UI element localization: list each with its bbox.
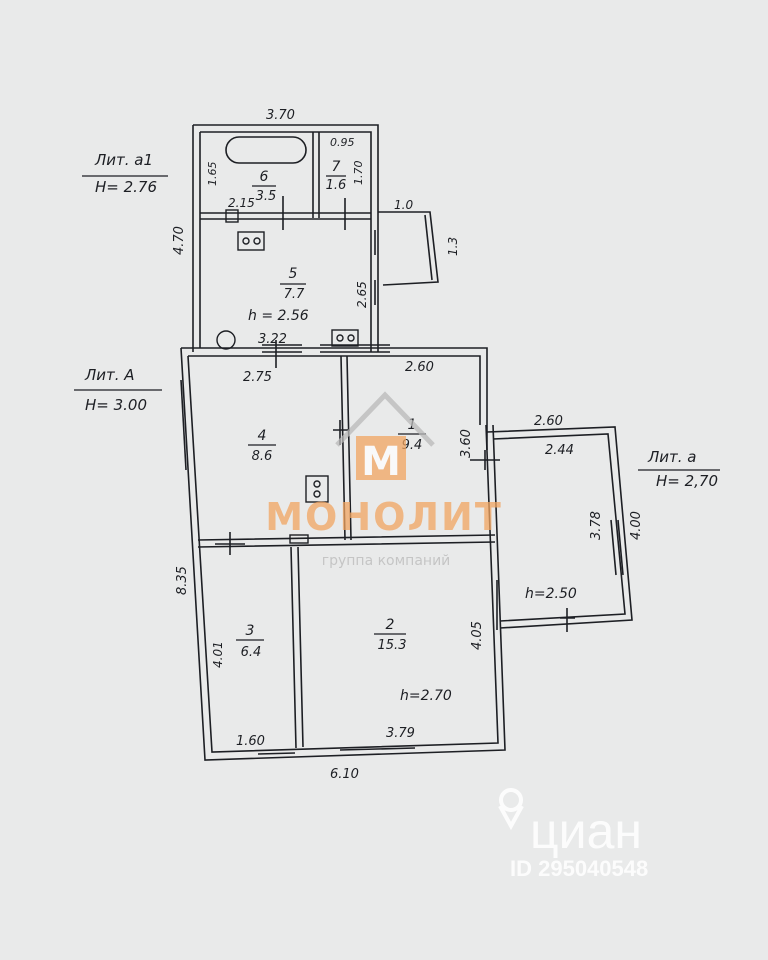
svg-text:5: 5 bbox=[289, 266, 298, 282]
svg-text:1.70: 1.70 bbox=[352, 161, 365, 186]
svg-text:1.3: 1.3 bbox=[446, 237, 460, 256]
svg-text:2.60: 2.60 bbox=[534, 414, 563, 429]
room-labels: 6 3.5 7 1.6 5 7.7 h = 2.56 4 8.6 1 9.4 bbox=[236, 159, 577, 704]
svg-text:3.60: 3.60 bbox=[459, 429, 474, 458]
building-label-lit-a: Лит. а Н= 2,70 bbox=[638, 448, 720, 490]
stove-icon bbox=[305, 475, 329, 503]
svg-text:8.6: 8.6 bbox=[252, 449, 273, 464]
room-2-label: 2 15.3 h=2.70 bbox=[374, 617, 452, 704]
building-name: Лит. а bbox=[647, 448, 697, 466]
windows bbox=[180, 344, 624, 755]
walls bbox=[180, 124, 633, 761]
svg-text:4: 4 bbox=[258, 428, 267, 444]
svg-text:3.22: 3.22 bbox=[258, 332, 287, 347]
stove-icon bbox=[237, 231, 265, 251]
room-7-label: 7 1.6 bbox=[326, 159, 347, 193]
svg-text:h = 2.56: h = 2.56 bbox=[248, 308, 309, 324]
building-label-lit-a1: Лит. а1 Н= 2.76 bbox=[82, 151, 168, 196]
cian-id: ID 295040548 bbox=[510, 856, 648, 881]
svg-text:1.65: 1.65 bbox=[206, 162, 219, 187]
svg-text:4.70: 4.70 bbox=[172, 226, 187, 255]
svg-text:1.60: 1.60 bbox=[236, 734, 265, 749]
svg-text:2.65: 2.65 bbox=[355, 281, 369, 308]
watermark-brand: МОНОЛИТ bbox=[265, 495, 503, 539]
veranda-label: h=2.50 bbox=[525, 586, 577, 602]
building-label-lit-A: Лит. А Н= 3.00 bbox=[74, 366, 162, 414]
svg-text:4.01: 4.01 bbox=[211, 641, 225, 668]
logo-square bbox=[356, 436, 406, 480]
room-3-label: 3 6.4 bbox=[236, 623, 264, 660]
svg-text:2.60: 2.60 bbox=[405, 360, 434, 375]
watermark-tagline: группа компаний bbox=[322, 553, 451, 569]
svg-text:3.78: 3.78 bbox=[589, 511, 604, 540]
svg-text:2: 2 bbox=[386, 617, 395, 633]
stove-icon bbox=[331, 329, 359, 347]
cian-brand: циан bbox=[530, 803, 642, 859]
svg-text:3.5: 3.5 bbox=[256, 189, 277, 204]
cian-watermark: циан ID 295040548 bbox=[498, 788, 648, 881]
svg-text:4.05: 4.05 bbox=[470, 621, 485, 650]
svg-text:9.4: 9.4 bbox=[402, 438, 423, 453]
building-name: Лит. А bbox=[84, 366, 135, 384]
svg-text:M: M bbox=[361, 439, 401, 485]
svg-text:8.35: 8.35 bbox=[175, 566, 190, 595]
svg-text:h=2.50: h=2.50 bbox=[525, 586, 577, 602]
svg-text:6.4: 6.4 bbox=[241, 645, 262, 660]
svg-text:6: 6 bbox=[260, 169, 269, 185]
svg-text:4.00: 4.00 bbox=[629, 511, 644, 540]
svg-text:7: 7 bbox=[332, 159, 341, 175]
location-pin-icon bbox=[498, 788, 524, 831]
room-6-label: 6 3.5 bbox=[252, 169, 276, 204]
svg-text:15.3: 15.3 bbox=[378, 638, 407, 653]
dimensions: 3.70 4.70 8.35 6.10 1.0 1.3 1.65 0.95 1.… bbox=[172, 108, 644, 782]
svg-text:h=2.70: h=2.70 bbox=[400, 688, 452, 704]
svg-text:0.95: 0.95 bbox=[330, 136, 355, 149]
building-height: Н= 3.00 bbox=[85, 396, 147, 414]
svg-text:2.75: 2.75 bbox=[243, 370, 272, 385]
svg-text:3.79: 3.79 bbox=[386, 726, 415, 741]
bathtub-icon bbox=[225, 136, 307, 164]
porch bbox=[378, 211, 439, 286]
svg-text:3.70: 3.70 bbox=[266, 108, 295, 123]
svg-text:2.44: 2.44 bbox=[545, 443, 574, 458]
svg-text:2.15: 2.15 bbox=[228, 196, 255, 210]
svg-text:1.0: 1.0 bbox=[394, 198, 413, 212]
svg-text:1.6: 1.6 bbox=[326, 178, 347, 193]
monolit-watermark: M МОНОЛИТ группа компаний bbox=[265, 391, 503, 569]
building-height: Н= 2.76 bbox=[95, 178, 157, 196]
sink-icon bbox=[225, 209, 239, 223]
svg-text:7.7: 7.7 bbox=[284, 287, 305, 302]
building-name: Лит. а1 bbox=[94, 151, 153, 169]
heater-icon bbox=[289, 534, 309, 544]
building-height: Н= 2,70 bbox=[656, 472, 718, 490]
house-logo-icon bbox=[335, 391, 435, 447]
room-5-label: 5 7.7 h = 2.56 bbox=[248, 266, 309, 324]
svg-text:3: 3 bbox=[246, 623, 255, 639]
boiler-icon bbox=[216, 330, 236, 350]
room-4-label: 4 8.6 bbox=[248, 428, 276, 464]
svg-text:6.10: 6.10 bbox=[330, 767, 359, 782]
